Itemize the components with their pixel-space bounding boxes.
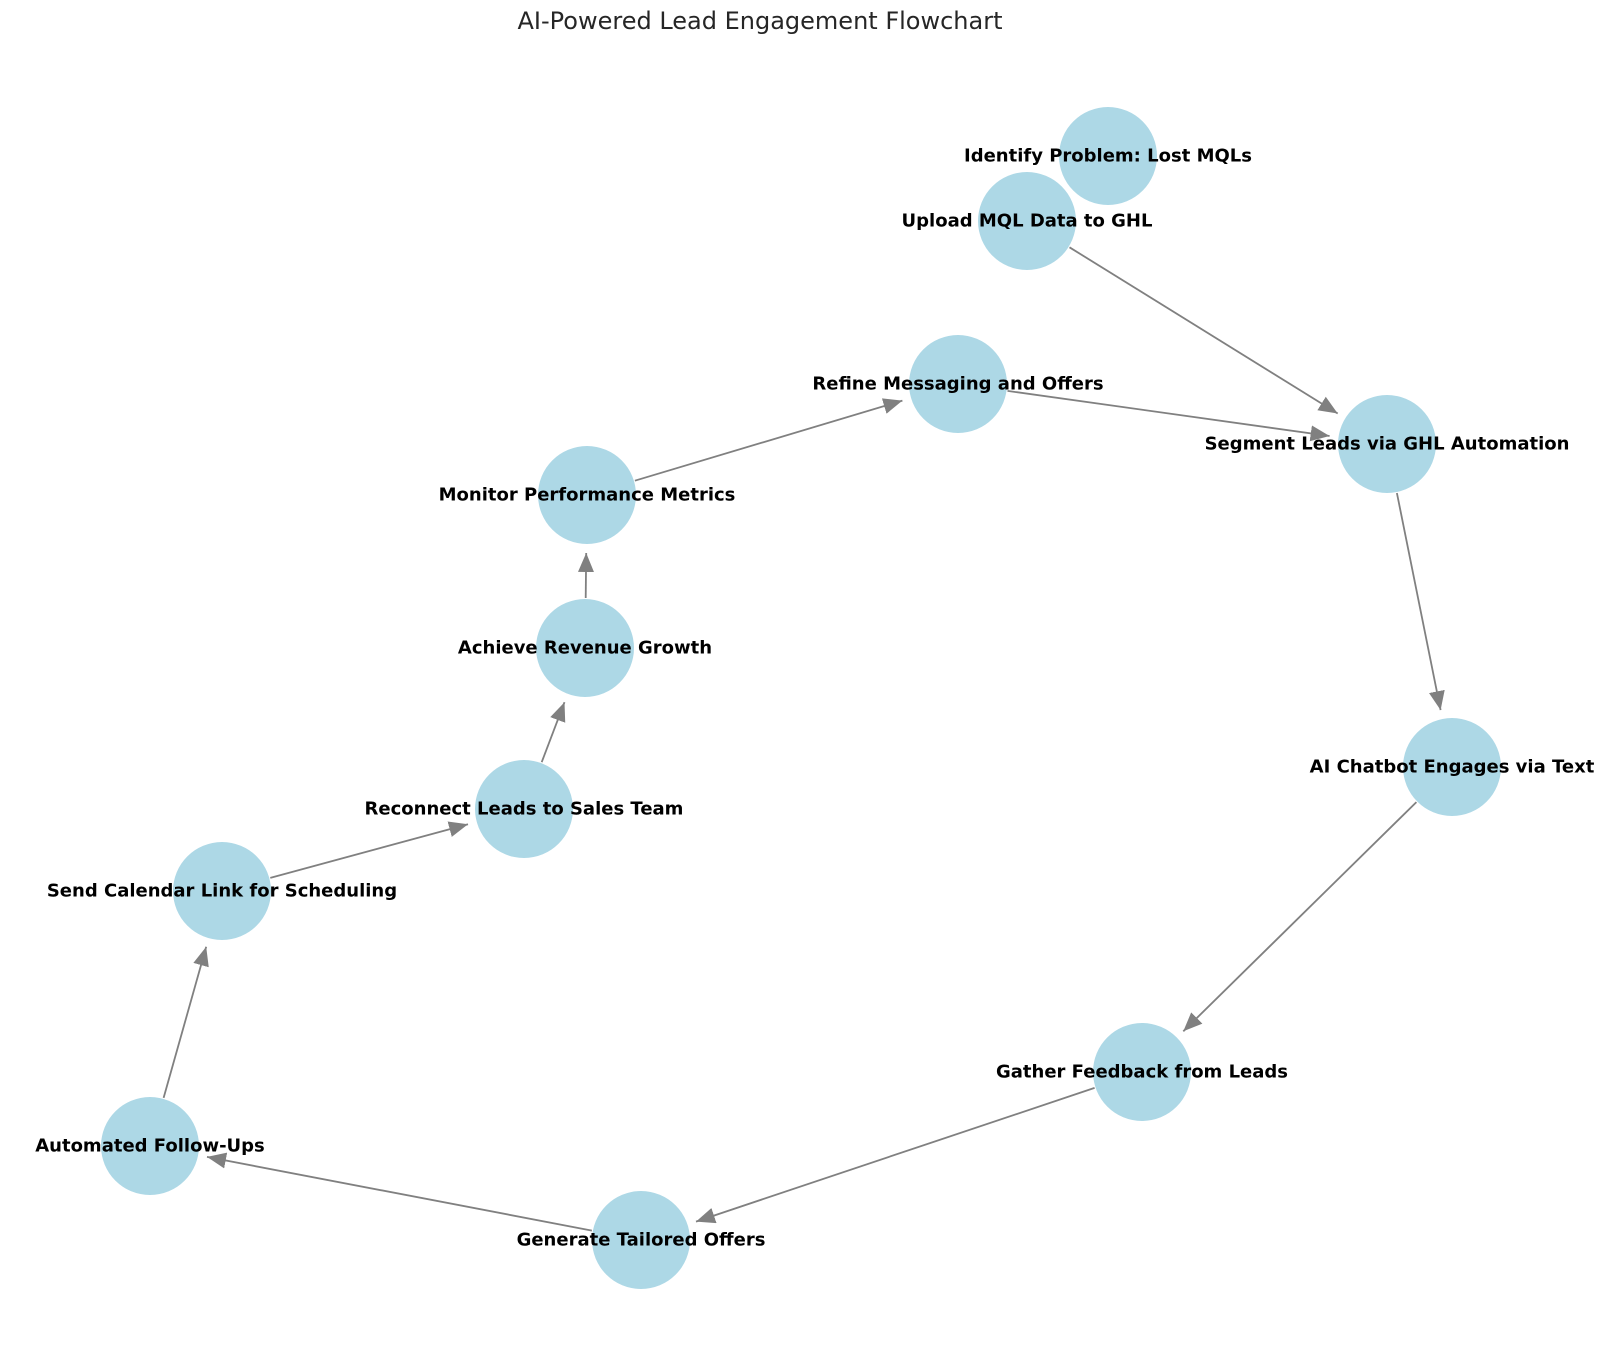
node-segment-leads-label: Segment Leads via GHL Automation: [1205, 434, 1570, 455]
node-monitor-metrics: [538, 446, 636, 544]
node-refine-messaging: [909, 335, 1007, 433]
node-achieve-revenue-label: Achieve Revenue Growth: [458, 638, 712, 659]
node-segment-leads: [1338, 395, 1436, 493]
edge-gather-feedback-to-generate-offers: [695, 1087, 1095, 1224]
node-layer: [101, 107, 1501, 1289]
chart-title: AI-Powered Lead Engagement Flowchart: [517, 7, 1003, 35]
edge-layer: [162, 246, 1445, 1232]
node-automated-followups: [101, 1097, 199, 1195]
edge-generate-offers-to-automated-followups: [206, 1152, 593, 1232]
node-ai-chatbot: [1403, 718, 1501, 816]
node-upload-mql: [978, 172, 1076, 270]
node-upload-mql-label: Upload MQL Data to GHL: [902, 211, 1153, 232]
node-achieve-revenue: [536, 599, 634, 697]
node-reconnect-leads-label: Reconnect Leads to Sales Team: [365, 799, 684, 820]
edge-achieve-revenue-to-monitor-metrics: [577, 552, 594, 599]
node-reconnect-leads: [475, 760, 573, 858]
node-generate-offers-label: Generate Tailored Offers: [517, 1230, 766, 1251]
node-ai-chatbot-label: AI Chatbot Engages via Text: [1310, 757, 1595, 778]
node-send-calendar: [173, 842, 271, 940]
node-monitor-metrics-label: Monitor Performance Metrics: [439, 485, 736, 506]
node-identify-problem-label: Identify Problem: Lost MQLs: [964, 146, 1252, 167]
edge-ai-chatbot-to-gather-feedback: [1182, 801, 1418, 1032]
node-refine-messaging-label: Refine Messaging and Offers: [812, 374, 1103, 395]
node-gather-feedback: [1093, 1023, 1191, 1121]
node-send-calendar-label: Send Calendar Link for Scheduling: [47, 881, 397, 902]
node-generate-offers: [592, 1191, 690, 1289]
edge-send-calendar-to-reconnect-leads: [270, 821, 469, 879]
edge-segment-leads-to-ai-chatbot: [1396, 492, 1445, 711]
edge-upload-mql-to-segment-leads: [1069, 246, 1339, 415]
node-automated-followups-label: Automated Follow-Ups: [35, 1136, 265, 1157]
node-gather-feedback-label: Gather Feedback from Leads: [996, 1062, 1288, 1083]
edge-monitor-metrics-to-refine-messaging: [634, 398, 903, 482]
edge-reconnect-leads-to-achieve-revenue: [540, 701, 566, 763]
edge-automated-followups-to-send-calendar: [162, 946, 209, 1099]
edge-refine-messaging-to-segment-leads: [1007, 390, 1330, 442]
node-identify-problem: [1059, 107, 1157, 205]
